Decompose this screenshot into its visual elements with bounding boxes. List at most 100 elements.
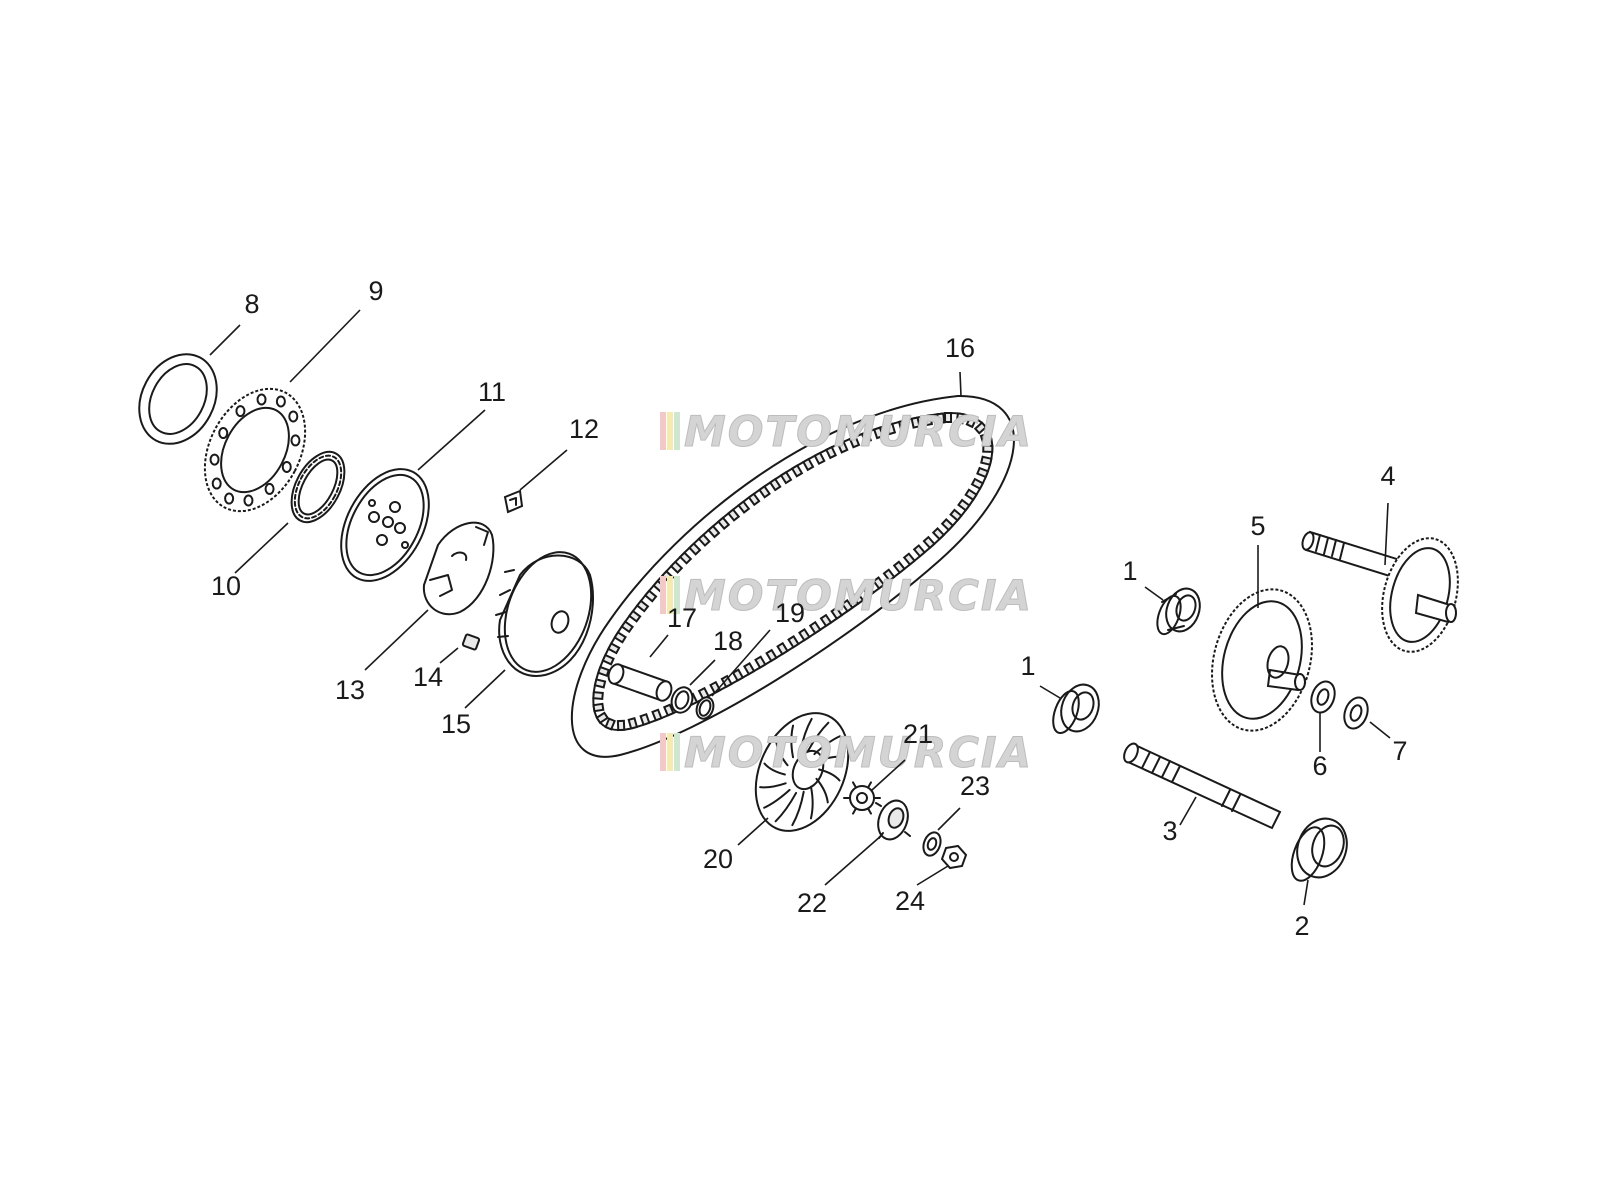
plate-hole: [243, 494, 254, 507]
belt-tooth: [768, 477, 782, 492]
star-tooth: [867, 781, 872, 789]
plate-hole: [288, 410, 299, 423]
fan-blade: [817, 755, 845, 762]
fan-blade: [790, 724, 795, 759]
belt-tooth: [851, 591, 865, 606]
plate-hole: [224, 492, 235, 505]
callout-24: 24: [895, 886, 925, 916]
belt-tooth: [678, 551, 693, 565]
washer-part-7: [1343, 696, 1369, 730]
pulley-half-part-15: [495, 551, 594, 677]
belt-tooth: [931, 527, 946, 541]
callout-11: 11: [478, 377, 506, 407]
watermark-text: MOTOMURCIA: [684, 407, 1033, 456]
plate-hole: [211, 477, 222, 490]
cover-plate-part-11: [340, 468, 430, 582]
fan-blade: [813, 735, 841, 756]
callout-22: 22: [797, 888, 827, 918]
belt-tooth: [731, 668, 745, 682]
ring-part-8: [138, 353, 218, 445]
bearing-part-1-lower: [1052, 683, 1100, 735]
watermark: MOTOMURCIA: [660, 407, 1033, 457]
belt-tooth: [601, 653, 615, 666]
callout-14: 14: [413, 662, 443, 692]
plate-hole: [256, 393, 267, 406]
star-tooth: [852, 807, 857, 815]
plate-holes: [209, 393, 301, 507]
belt-tooth: [802, 457, 815, 472]
belt-tooth: [872, 426, 885, 440]
callout-15: 15: [441, 709, 471, 739]
belt-tooth: [912, 544, 926, 558]
belt-tooth: [813, 451, 826, 466]
callout-2: 2: [1294, 911, 1309, 941]
nut-part-24: [940, 844, 968, 870]
hub-part-22: [875, 799, 911, 841]
star-tooth: [852, 781, 857, 789]
belt-tooth: [697, 533, 711, 547]
fan-blade: [763, 762, 786, 776]
belt-tooth: [798, 628, 811, 642]
plate-hole: [275, 395, 286, 408]
callout-12: 12: [569, 414, 599, 444]
plate-hole: [235, 405, 246, 418]
intermediate-gear-part-5: [1211, 588, 1313, 732]
belt-tooth: [949, 508, 963, 522]
belt-tooth: [596, 665, 611, 677]
belt-tooth: [897, 419, 909, 432]
belt-tooth: [595, 711, 610, 725]
belt-tooth: [979, 431, 993, 443]
belt-tooth: [982, 444, 994, 453]
belt-tooth: [955, 412, 966, 425]
belt-tooth: [707, 524, 721, 539]
belt-tooth: [885, 422, 897, 436]
plate-hole: [290, 434, 301, 447]
fan-blade: [791, 790, 805, 827]
ring-part-19: [695, 696, 715, 720]
watermarks: MOTOMURCIA MOTOMURCIA MOTOMURCIA: [660, 407, 1033, 778]
callout-1-lower: 1: [1020, 651, 1035, 681]
callout-1-upper: 1: [1122, 556, 1137, 586]
belt-tooth: [976, 466, 990, 479]
belt-tooth: [965, 414, 978, 429]
bearing-part-1-upper: [1156, 587, 1201, 636]
callout-13: 13: [335, 675, 365, 705]
ramp-plate-part-13: [422, 521, 495, 616]
callout-20: 20: [703, 844, 733, 874]
fan-blade: [763, 788, 791, 809]
plate-hole: [264, 482, 275, 495]
callout-17: 17: [667, 603, 697, 633]
belt-tooth: [860, 430, 873, 444]
belt-tooth: [970, 477, 985, 490]
fan-blades: [759, 717, 845, 827]
fan-blade: [815, 777, 829, 804]
belt-tooth: [758, 485, 771, 499]
fan-blade: [759, 782, 787, 789]
belt-teeth: [592, 411, 994, 732]
callout-8: 8: [244, 289, 259, 319]
callout-21: 21: [903, 719, 933, 749]
belt-tooth: [922, 535, 936, 550]
belt-tooth: [593, 678, 607, 689]
belt-tooth: [639, 713, 651, 727]
callout-4: 4: [1380, 461, 1395, 491]
belt-tooth: [825, 445, 838, 460]
belt-tooth: [643, 589, 658, 603]
watermark: MOTOMURCIA: [660, 728, 1032, 778]
bearing-part-2: [1290, 817, 1348, 882]
callout-18: 18: [713, 626, 743, 656]
belt-tooth: [635, 599, 650, 613]
output-shaft-part-4: [1301, 530, 1459, 653]
belt-tooth: [790, 464, 804, 478]
belt-tooth: [892, 560, 906, 574]
belt-tooth: [861, 583, 875, 598]
fan-blade: [818, 768, 841, 782]
belt-tooth: [651, 708, 663, 722]
belt-tooth: [627, 609, 642, 623]
belt-tooth: [943, 411, 953, 424]
star-tooth: [867, 807, 872, 815]
star-washer-part-21: [843, 781, 881, 815]
belt-tooth: [964, 488, 978, 502]
callout-3: 3: [1162, 816, 1177, 846]
